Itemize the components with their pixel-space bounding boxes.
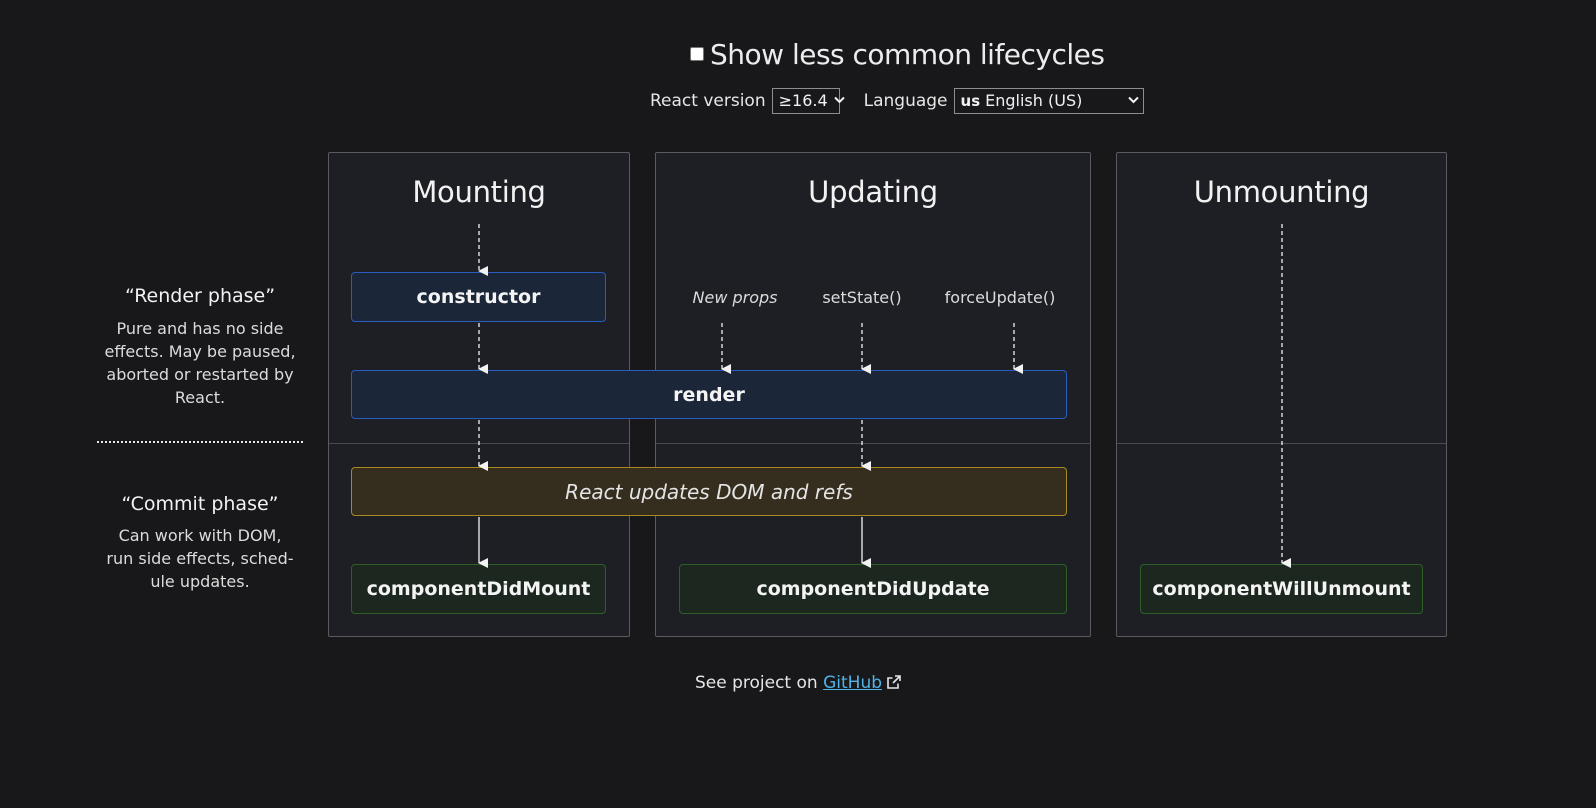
show-less-common-checkbox[interactable] <box>690 47 704 61</box>
chevron-down-icon <box>833 94 845 107</box>
mounting-title: Mounting <box>412 175 546 209</box>
render-box[interactable]: render <box>351 370 1067 419</box>
footer-prefix: See project on <box>694 673 818 693</box>
updating-title: Updating <box>808 175 938 209</box>
chevron-down-icon <box>1127 94 1139 107</box>
constructor-box[interactable]: constructor <box>351 272 606 322</box>
github-link[interactable]: GitHub <box>823 673 883 693</box>
commit-phase-title: “Commit phase” <box>121 493 279 515</box>
commit-phase-line: Can work with DOM, <box>118 526 282 545</box>
render-phase-line: Pure and has no side <box>116 319 284 338</box>
footer: See project on GitHub <box>0 673 1596 694</box>
render-phase-line: aborted or restarted by <box>106 365 294 384</box>
render-phase-line: React. <box>174 388 226 407</box>
trigger-new-props: New props <box>692 288 778 307</box>
component-will-unmount-box[interactable]: componentWillUnmount <box>1140 564 1423 614</box>
component-did-update-box[interactable]: componentDidUpdate <box>679 564 1067 614</box>
show-less-common-toggle[interactable]: Show less common lifecycles <box>690 34 1105 74</box>
commit-phase-line: ule updates. <box>150 572 250 591</box>
react-version-label: React version <box>650 90 766 111</box>
dom-update-box[interactable]: React updates DOM and refs <box>351 467 1067 516</box>
commit-phase-description: Can work with DOM, run side effects, sch… <box>95 524 305 593</box>
show-less-common-label: Show less common lifecycles <box>710 37 1105 71</box>
unmounting-title: Unmounting <box>1193 175 1370 209</box>
trigger-force-update: forceUpdate() <box>944 288 1056 307</box>
phase-divider <box>97 441 303 443</box>
component-did-mount-box[interactable]: componentDidMount <box>351 564 606 614</box>
render-phase-line: effects. May be paused, <box>104 342 296 361</box>
phase-separator <box>329 443 629 444</box>
render-phase-title: “Render phase” <box>124 285 276 307</box>
phase-separator <box>656 443 1090 444</box>
phase-separator <box>1117 443 1446 444</box>
commit-phase-line: run side effects, sched- <box>106 549 294 568</box>
render-phase-description: Pure and has no side effects. May be pau… <box>95 317 305 409</box>
react-version-value: ≥16.4 <box>778 91 828 110</box>
language-value: English (US) <box>985 91 1083 110</box>
trigger-set-state: setState() <box>822 288 902 307</box>
react-version-select[interactable]: ≥16.4 <box>771 87 845 114</box>
us-flag-icon: us <box>960 92 981 110</box>
external-link-icon[interactable] <box>887 674 901 694</box>
language-label: Language <box>863 90 948 111</box>
